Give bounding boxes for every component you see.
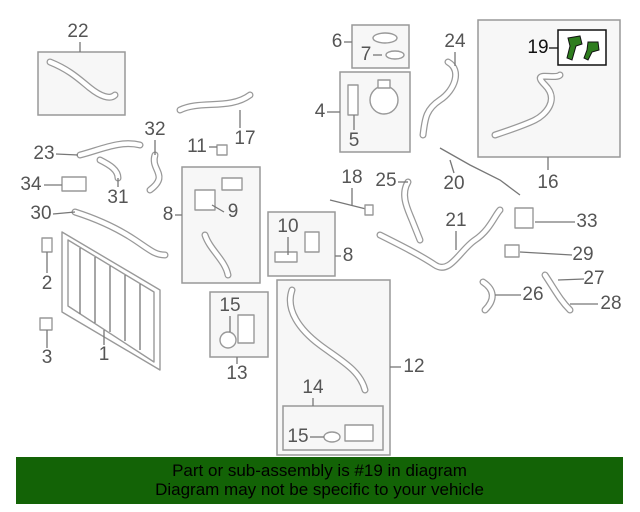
callout-24[interactable]: 24	[444, 31, 466, 52]
banner-line-2: Diagram may not be specific to your vehi…	[155, 480, 484, 499]
callout-26[interactable]: 26	[522, 284, 543, 305]
callout-15b[interactable]: 15	[287, 426, 308, 447]
callout-4[interactable]: 4	[315, 101, 326, 122]
callout-14[interactable]: 14	[302, 377, 324, 398]
part-info-banner: Part or sub-assembly is #19 in diagram D…	[16, 457, 623, 504]
callout-11[interactable]: 11	[187, 136, 207, 157]
box-10	[267, 211, 336, 277]
small-parts	[39, 32, 534, 443]
callout-33[interactable]: 33	[576, 211, 597, 232]
callout-31[interactable]: 31	[107, 187, 128, 208]
part-19-clips[interactable]	[566, 35, 600, 61]
leader-lines	[44, 41, 598, 438]
callout-16[interactable]: 16	[537, 172, 558, 193]
callout-8a[interactable]: 8	[163, 204, 174, 225]
hoses	[46, 58, 574, 394]
callout-17[interactable]: 17	[234, 128, 255, 149]
callout-13[interactable]: 13	[226, 363, 247, 384]
callout-29[interactable]: 29	[572, 244, 593, 265]
callout-1[interactable]: 1	[99, 344, 110, 365]
callout-27[interactable]: 27	[583, 268, 604, 289]
box-7	[351, 24, 410, 69]
callout-32[interactable]: 32	[144, 119, 165, 140]
callout-15a[interactable]: 15	[219, 295, 240, 316]
callout-6[interactable]: 6	[332, 31, 343, 52]
callout-23[interactable]: 23	[33, 143, 54, 164]
callout-18[interactable]: 18	[341, 167, 362, 188]
banner-line-1: Part or sub-assembly is #19 in diagram	[172, 461, 467, 480]
callout-2[interactable]: 2	[42, 273, 53, 294]
callout-5[interactable]: 5	[349, 130, 360, 151]
callout-19[interactable]: 19	[527, 37, 548, 58]
callout-20[interactable]: 20	[443, 173, 464, 194]
callout-25[interactable]: 25	[375, 170, 396, 191]
callout-9[interactable]: 9	[228, 201, 239, 222]
callout-3[interactable]: 3	[42, 347, 53, 368]
callout-28[interactable]: 28	[600, 293, 621, 314]
callout-8b[interactable]: 8	[343, 245, 354, 266]
callout-34[interactable]: 34	[20, 174, 42, 195]
callout-30[interactable]: 30	[30, 203, 51, 224]
callout-12[interactable]: 12	[403, 356, 424, 377]
callout-7[interactable]: 7	[361, 44, 372, 65]
radiator-part	[61, 231, 161, 371]
callout-21[interactable]: 21	[445, 210, 466, 231]
callout-22[interactable]: 22	[67, 21, 88, 42]
callout-10[interactable]: 10	[277, 216, 298, 237]
